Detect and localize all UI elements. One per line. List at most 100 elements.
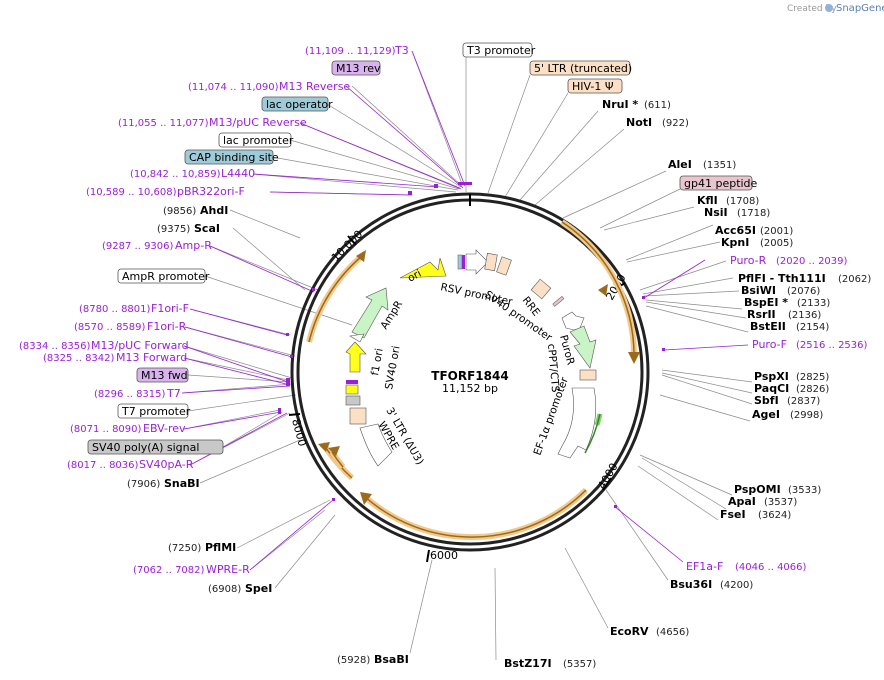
site-bspei: BspEI * bbox=[744, 296, 788, 309]
site-apai: ApaI bbox=[728, 495, 756, 508]
sites-right: NruI * (611) NotI (922) AleI (1351) KflI… bbox=[504, 98, 871, 670]
primer-m13puc-forward: M13/pUC Forward bbox=[91, 339, 189, 352]
rsv-promoter-feature bbox=[465, 249, 489, 275]
site-ahdi: AhdI bbox=[200, 204, 228, 217]
site-agei-pos: (2998) bbox=[790, 410, 823, 421]
site-paqci-pos: (2826) bbox=[796, 384, 829, 395]
t3-promoter-label: T3 promoter bbox=[466, 44, 536, 57]
site-agei: AgeI bbox=[752, 408, 780, 421]
site-fsei: FseI bbox=[720, 508, 746, 521]
m13rev-feature bbox=[462, 255, 465, 269]
primer-m13puc-reverse-pos: (11,055 .. 11,077) bbox=[118, 118, 209, 129]
site-kpni-pos: (2005) bbox=[760, 238, 793, 249]
site-pflfi: PflFI - Tth111I bbox=[738, 272, 826, 285]
site-spei: SpeI bbox=[245, 582, 272, 595]
hiv-psi-feature bbox=[496, 256, 512, 276]
m13fwd-label: M13 fwd bbox=[141, 369, 188, 382]
primer-markers bbox=[278, 182, 665, 508]
primer-m13puc-forward-pos: (8334 .. 8356) bbox=[19, 341, 91, 352]
site-noti: NotI bbox=[626, 116, 652, 129]
boxed-labels: T3 promoter 5' LTR (truncated) HIV-1 Ψ g… bbox=[87, 42, 758, 455]
inner-features: ori AmpR f1 ori SV40 ori 3' LTR (ΔU3) WP… bbox=[345, 249, 597, 467]
ltr5-feature bbox=[484, 252, 498, 272]
site-kpni: KpnI bbox=[721, 236, 749, 249]
site-bsteii: BstEII bbox=[750, 320, 786, 333]
m13rev-label: M13 rev bbox=[336, 62, 381, 75]
site-scai-pos: (9375) bbox=[157, 224, 190, 235]
primer-sv40pa-r-pos: (8017 .. 8036) bbox=[67, 460, 139, 471]
ori-label: ori bbox=[406, 268, 424, 285]
primer-f1ori-r: F1ori-R bbox=[147, 320, 187, 333]
site-pspxi: PspXI bbox=[754, 370, 789, 383]
tick-4000: 4000 bbox=[595, 461, 620, 492]
site-bsiwi: BsiWI bbox=[741, 284, 776, 297]
site-acc65i: Acc65I bbox=[715, 224, 756, 237]
site-ahdi-pos: (9856) bbox=[163, 206, 196, 217]
cppt-feature bbox=[579, 369, 597, 381]
site-nrui: NruI * bbox=[602, 98, 638, 111]
puror-label: PuroR bbox=[557, 334, 577, 367]
site-sbfi-pos: (2837) bbox=[787, 396, 820, 407]
site-pflfi-pos: (2062) bbox=[838, 274, 871, 285]
site-snabi-pos: (7906) bbox=[127, 479, 160, 490]
primer-m13puc-reverse: M13/pUC Reverse bbox=[209, 116, 307, 129]
site-kfli: KflI bbox=[697, 194, 718, 207]
primer-wpre-r: WPRE-R bbox=[206, 563, 250, 576]
site-rsrii-pos: (2136) bbox=[788, 310, 821, 321]
site-ecorv-pos: (4656) bbox=[656, 627, 689, 638]
site-pspomi-pos: (3533) bbox=[788, 485, 821, 496]
primer-ampr: Amp-R bbox=[175, 239, 212, 252]
site-acc65i-pos: (2001) bbox=[760, 226, 793, 237]
primer-puro-f: Puro-F bbox=[752, 338, 787, 351]
primer-t7-pos: (8296 .. 8315) bbox=[94, 389, 166, 400]
primer-t3-pos: (11,109 .. 11,129) bbox=[305, 46, 396, 57]
plasmid-name: TFORF1844 bbox=[431, 369, 508, 383]
tick-6000: 6000 bbox=[430, 549, 458, 562]
site-nrui-pos: (611) bbox=[644, 100, 671, 111]
cppt-label: cPPT/CTS bbox=[545, 343, 561, 393]
primer-ebv-rev: EBV-rev bbox=[143, 422, 186, 435]
primer-sv40pa-r: SV40pA-R bbox=[139, 458, 194, 471]
orf-arcs bbox=[306, 219, 638, 541]
site-spei-pos: (6908) bbox=[208, 584, 241, 595]
primer-l4440: L4440 bbox=[221, 167, 255, 180]
hiv-psi-label: HIV-1 Ψ bbox=[572, 80, 614, 93]
primer-puro-f-pos: (2516 .. 2536) bbox=[796, 340, 868, 351]
ori-feature bbox=[399, 257, 447, 279]
site-bsabi-pos: (5928) bbox=[337, 655, 370, 666]
orf-arrowheads bbox=[318, 250, 640, 505]
cap-site-label: CAP binding site bbox=[189, 151, 279, 164]
ltr5-label: 5' LTR (truncated) bbox=[534, 62, 632, 75]
primer-pbr322-pos: (10,589 .. 10,608) bbox=[86, 187, 177, 198]
site-scai: ScaI bbox=[194, 222, 220, 235]
primer-m13forward-pos: (8325 .. 8342) bbox=[43, 353, 115, 364]
primer-ebv-rev-pos: (8071 .. 8090) bbox=[70, 424, 142, 435]
site-snabi: SnaBI bbox=[164, 477, 200, 490]
lac-operator-feature bbox=[457, 254, 463, 270]
site-pflmi: PflMI bbox=[205, 541, 236, 554]
primer-l4440-pos: (10,842 .. 10,859) bbox=[130, 169, 221, 180]
credit-brand: SnapGene bbox=[836, 3, 884, 14]
site-bsteii-pos: (2154) bbox=[796, 322, 829, 333]
sv40-ori-label: SV40 ori bbox=[383, 345, 402, 391]
lac-operator-label: lac operator bbox=[266, 98, 333, 111]
primer-f1ori-f: F1ori-F bbox=[151, 302, 189, 315]
site-bspei-pos: (2133) bbox=[797, 298, 830, 309]
primer-puro-r: Puro-R bbox=[730, 254, 767, 267]
primer-f1ori-r-pos: (8570 .. 8589) bbox=[74, 322, 146, 333]
gp41-label: gp41 peptide bbox=[684, 177, 758, 190]
f1-ori-feature bbox=[345, 341, 367, 373]
primer-wpre-r-pos: (7062 .. 7082) bbox=[133, 565, 205, 576]
wpre-feature bbox=[359, 423, 393, 467]
site-bsiwi-pos: (2076) bbox=[787, 286, 820, 297]
site-nsii: NsiI bbox=[704, 206, 728, 219]
site-pspomi: PspOMI bbox=[734, 483, 781, 496]
site-paqci: PaqCI bbox=[754, 382, 789, 395]
primer-t7: T7 bbox=[166, 387, 181, 400]
primers-right: Puro-R (2020 .. 2039) Puro-F (2516 .. 25… bbox=[686, 254, 868, 573]
site-bstz17i: BstZ17I bbox=[504, 657, 552, 670]
site-bstz17i-pos: (5357) bbox=[563, 659, 596, 670]
f1-ori-label: f1 ori bbox=[369, 347, 386, 376]
ltr3-feature bbox=[349, 407, 367, 425]
primer-leaders bbox=[181, 50, 749, 571]
